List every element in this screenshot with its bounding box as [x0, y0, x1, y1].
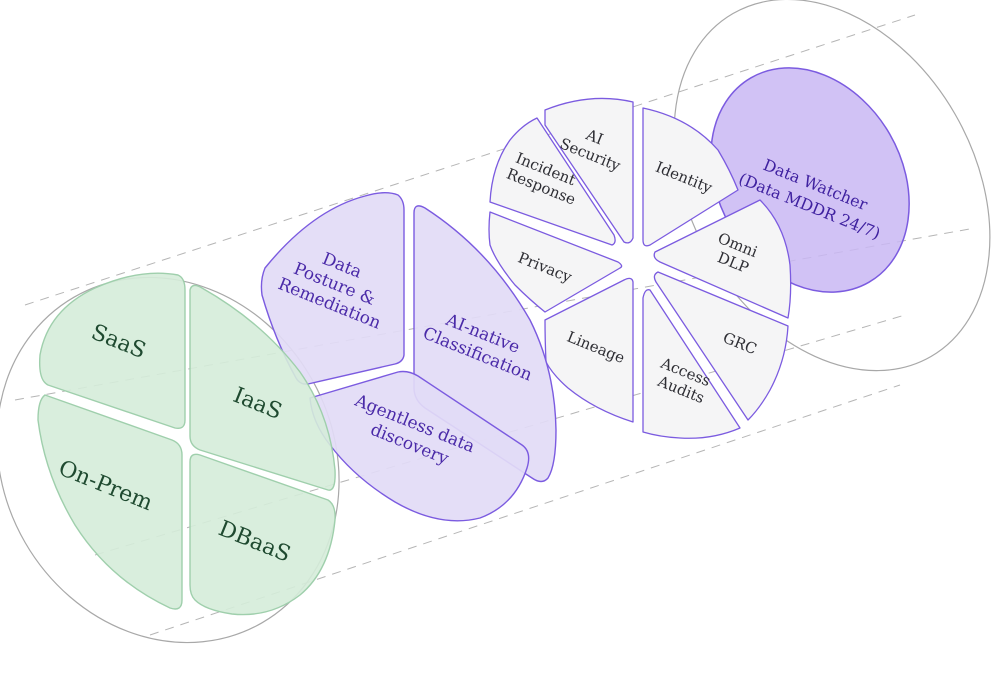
segment-dbaas	[189, 453, 336, 616]
segment-data-posture	[260, 192, 405, 385]
infrastructure-layer: SaaS IaaS On-Prem DBaaS	[37, 272, 336, 616]
segment-omni-dlp	[653, 199, 792, 319]
segment-incident-response	[489, 117, 616, 246]
segment-privacy	[488, 211, 623, 313]
use-case-wheel: AI Security Identity Omni DLP GRC Access…	[488, 97, 792, 439]
platform-layer: Data Posture & Remediation AI-native Cla…	[260, 192, 557, 522]
segment-grc	[653, 271, 789, 421]
segment-iaas	[189, 284, 336, 491]
segment-on-prem	[37, 394, 183, 610]
label-ai-security-1: AI	[583, 125, 606, 148]
segment-access-audits	[642, 289, 741, 439]
guide-line-top	[24, 14, 916, 306]
segment-saas	[38, 272, 186, 430]
segment-identity	[642, 107, 739, 247]
segment-ai-security	[544, 97, 634, 244]
